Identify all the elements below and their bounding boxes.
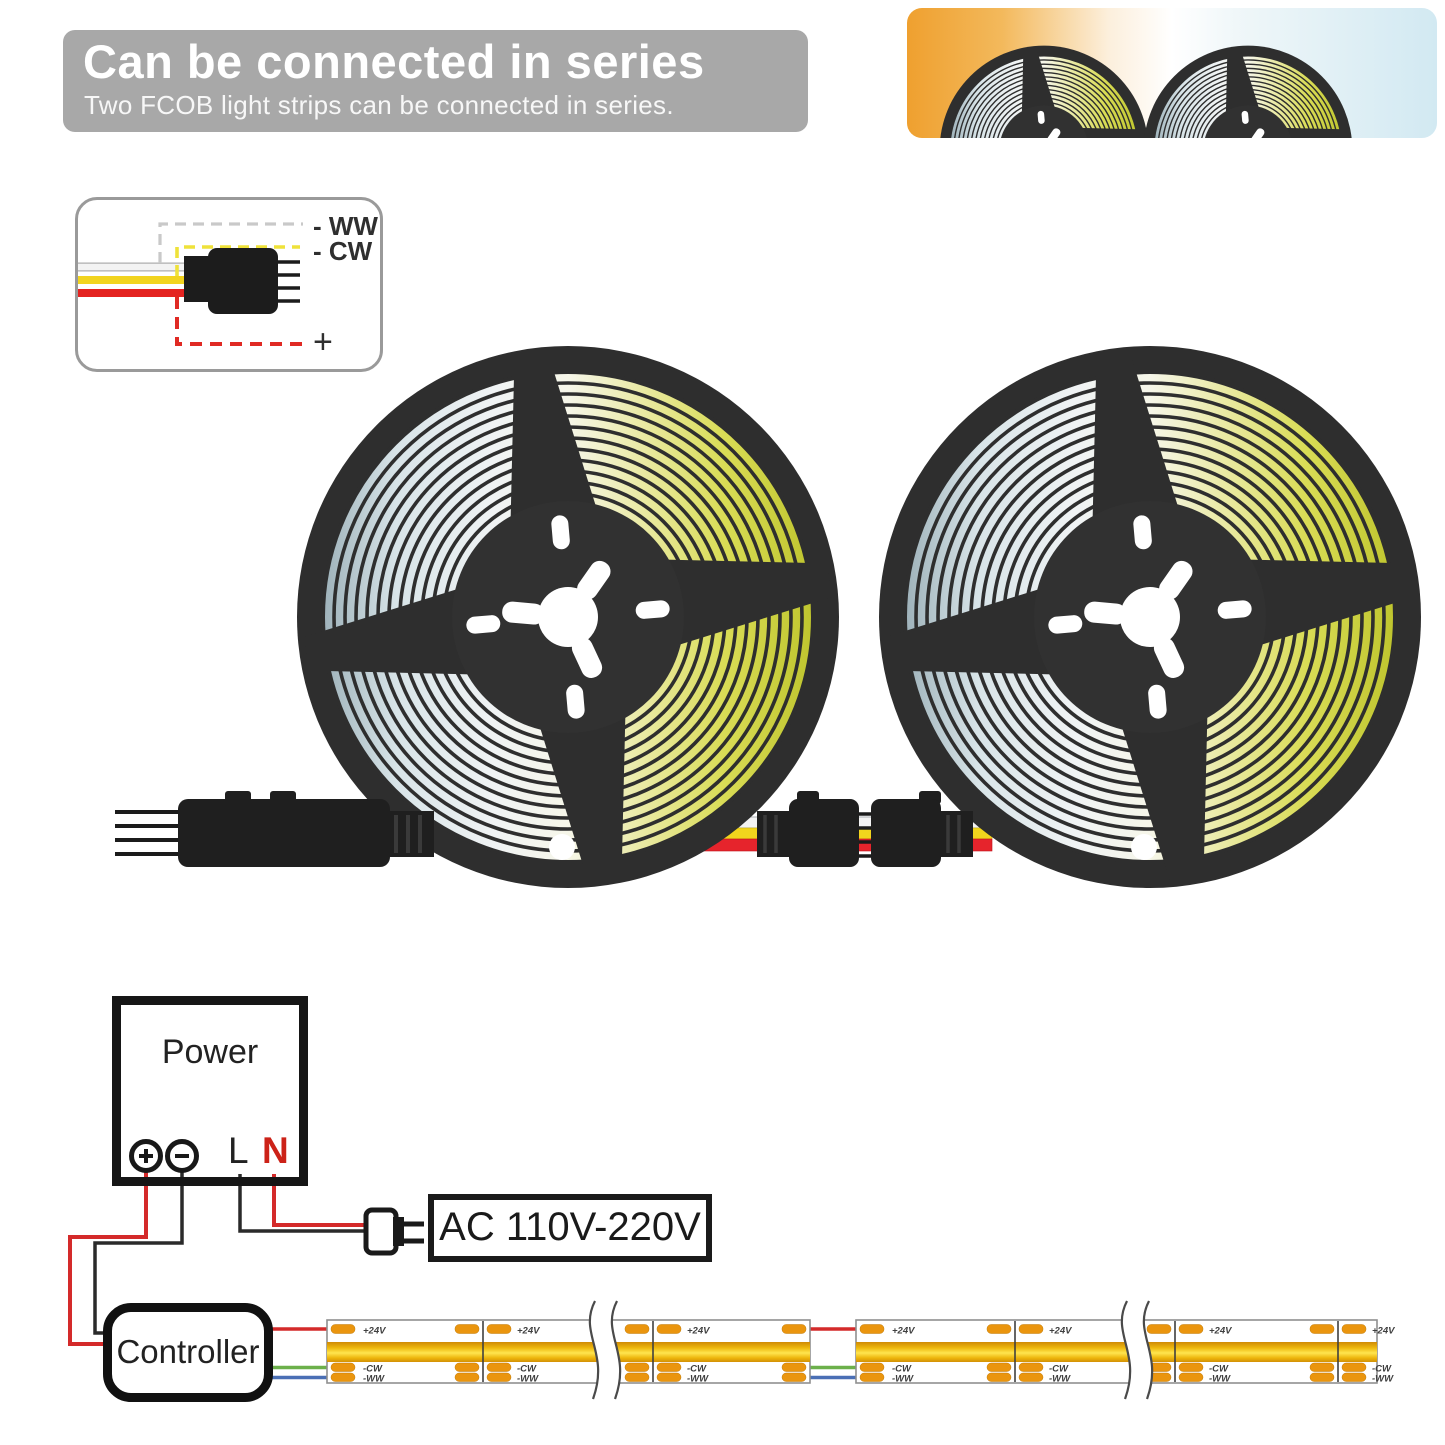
- strip-solder-pad: [1146, 1324, 1172, 1334]
- title-banner: Can be connected in series Two FCOB ligh…: [63, 30, 808, 132]
- ac-voltage-label: AC 110V-220V: [439, 1205, 701, 1249]
- strip-solder-pad: [1178, 1324, 1204, 1334]
- strip-solder-pad: [986, 1324, 1012, 1334]
- strip-pad-label: +24V: [892, 1326, 915, 1337]
- strip-solder-pad: [1018, 1362, 1044, 1372]
- strip-pad-label: -WW: [1372, 1374, 1394, 1385]
- strip-pad-label: -WW: [517, 1374, 539, 1385]
- strip-solder-pad: [859, 1324, 885, 1334]
- power-plug-icon: [363, 1207, 424, 1256]
- led-strips: +24V-CW-WW+24V-CW-WW+24V-CW-WW+24V-CW-WW…: [326, 1300, 1395, 1400]
- reel-left: [267, 316, 869, 918]
- strip-solder-pad: [330, 1372, 356, 1382]
- strip-pad-label: -WW: [1049, 1374, 1071, 1385]
- led-strip-2: +24V-CW-WW+24V-CW-WW+24V-CW-WW+24V-CW-WW: [855, 1300, 1395, 1400]
- strip-solder-pad: [624, 1362, 650, 1372]
- cob-led-band: [327, 1342, 810, 1362]
- strip-solder-pad: [1309, 1362, 1335, 1372]
- strip-solder-pad: [986, 1362, 1012, 1372]
- strip-pad-label: -WW: [687, 1374, 709, 1385]
- led-strip-1: +24V-CW-WW+24V-CW-WW+24V-CW-WW: [326, 1300, 811, 1400]
- controller-box: Controller: [103, 1303, 273, 1402]
- strip-solder-pad: [1018, 1372, 1044, 1382]
- cw-wire-label: - CW: [313, 236, 373, 266]
- strip-pad-label: -CW: [363, 1364, 383, 1375]
- strip-solder-pad: [1309, 1324, 1335, 1334]
- strip-solder-pad: [781, 1324, 807, 1334]
- strip-solder-pad: [454, 1362, 480, 1372]
- strip-pad-label: -WW: [892, 1374, 914, 1385]
- strip-solder-pad: [454, 1372, 480, 1382]
- strip-pad-label: -CW: [517, 1364, 537, 1375]
- strip-solder-pad: [330, 1362, 356, 1372]
- strip-solder-pad: [656, 1372, 682, 1382]
- strip-connector-left-icon: [115, 791, 434, 867]
- strip-solder-pad: [656, 1362, 682, 1372]
- strip-pad-label: -CW: [687, 1364, 707, 1375]
- product-photo-panel: [907, 8, 1437, 138]
- strip-pad-label: +24V: [517, 1326, 540, 1337]
- photo-reel-right: [1132, 34, 1364, 138]
- strip-solder-pad: [486, 1362, 512, 1372]
- strip-solder-pad: [1341, 1372, 1367, 1382]
- neutral-terminal-label: N: [262, 1130, 289, 1171]
- strip-pad-label: +24V: [1209, 1326, 1232, 1337]
- strip-break-gap: [1121, 1301, 1153, 1399]
- strip-solder-pad: [1178, 1372, 1204, 1382]
- strip-pad-label: -CW: [892, 1364, 912, 1375]
- line-terminal-label: L: [228, 1130, 249, 1171]
- strip-pad-label: +24V: [687, 1326, 710, 1337]
- strip-pad-label: -CW: [1372, 1364, 1392, 1375]
- wire-bundle: [399, 816, 993, 852]
- page-subtitle: Two FCOB light strips can be connected i…: [84, 90, 674, 120]
- strip-solder-pad: [624, 1372, 650, 1382]
- strip-solder-pad: [1341, 1324, 1367, 1334]
- cob-led-band: [856, 1342, 1377, 1362]
- strip-pad-label: -CW: [1049, 1364, 1069, 1375]
- strip-solder-pad: [454, 1324, 480, 1334]
- strip-solder-pad: [859, 1362, 885, 1372]
- strip-pad-label: -WW: [363, 1374, 385, 1385]
- strip-joiner-icon: [757, 791, 973, 867]
- strip-solder-pad: [486, 1324, 512, 1334]
- controller-label: Controller: [116, 1333, 260, 1370]
- strip-pad-label: -WW: [1209, 1374, 1231, 1385]
- strip-solder-pad: [781, 1372, 807, 1382]
- strip-solder-pad: [1146, 1372, 1172, 1382]
- strip-solder-pad: [859, 1372, 885, 1382]
- strip-break-gap: [589, 1301, 621, 1399]
- strip-solder-pad: [656, 1324, 682, 1334]
- strip-solder-pad: [1309, 1372, 1335, 1382]
- power-label: Power: [161, 1033, 259, 1071]
- reel-right: [849, 316, 1445, 918]
- strip-solder-pad: [486, 1372, 512, 1382]
- ww-wire-label: - WW: [313, 211, 378, 241]
- strip-solder-pad: [1341, 1362, 1367, 1372]
- strip-solder-pad: [781, 1362, 807, 1372]
- photo-reel-left: [928, 34, 1160, 138]
- page-title: Can be connected in series: [83, 35, 705, 88]
- controller-strip-wires: [270, 1327, 860, 1380]
- series-connection-illustration: [115, 316, 1445, 918]
- strip-solder-pad: [1146, 1362, 1172, 1372]
- ac-voltage-box: AC 110V-220V: [428, 1194, 712, 1262]
- power-supply-box: Power: [112, 996, 308, 1186]
- strip-pad-label: +24V: [1372, 1326, 1395, 1337]
- strip-solder-pad: [986, 1372, 1012, 1382]
- strip-solder-pad: [1178, 1362, 1204, 1372]
- pinout-diagram-box: [75, 197, 383, 372]
- strip-solder-pad: [330, 1324, 356, 1334]
- strip-solder-pad: [624, 1324, 650, 1334]
- plus-wire-label: +: [313, 323, 333, 361]
- strip-pad-label: -CW: [1209, 1364, 1229, 1375]
- strip-solder-pad: [1018, 1324, 1044, 1334]
- strip-pad-label: +24V: [1049, 1326, 1072, 1337]
- strip-pad-label: +24V: [363, 1326, 386, 1337]
